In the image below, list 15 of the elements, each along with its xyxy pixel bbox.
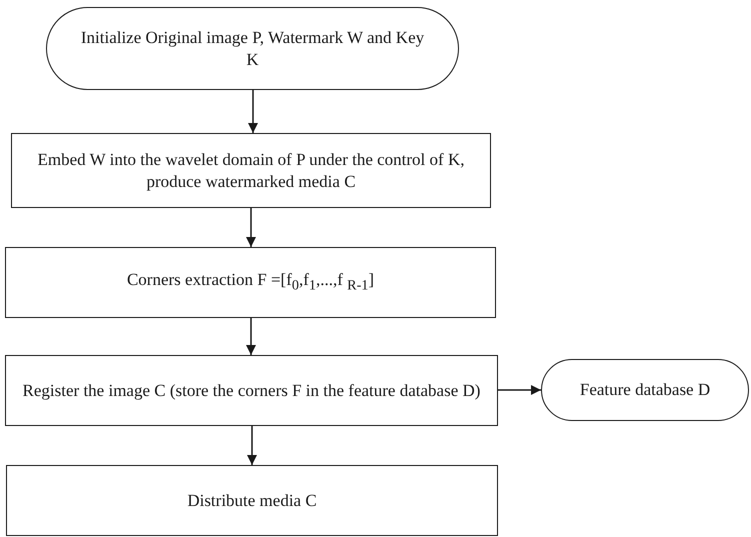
arrow: [246, 208, 256, 247]
node-label: Initialize Original image P, Watermark W and Key K: [80, 27, 426, 70]
node-label: Embed W into the wavelet domain of P under the control of K, produce watermarked media C: [36, 149, 466, 192]
process-box: [5, 247, 496, 318]
node-label: Distribute media C: [187, 490, 317, 512]
arrow: [246, 318, 256, 355]
process-box: [6, 465, 498, 536]
process-box: [5, 355, 498, 426]
node-label: Register the image C (store the corners F in the feature database D): [22, 380, 480, 402]
arrow: [248, 90, 258, 133]
node-label: Corners extraction F =[f$_{0}$,f$_{1}$,...,f $_{R-1}$]: [126, 269, 374, 296]
node-label: Feature database D: [580, 379, 710, 401]
process-box: [11, 133, 491, 208]
arrow: [498, 385, 541, 395]
arrow: [247, 426, 257, 465]
